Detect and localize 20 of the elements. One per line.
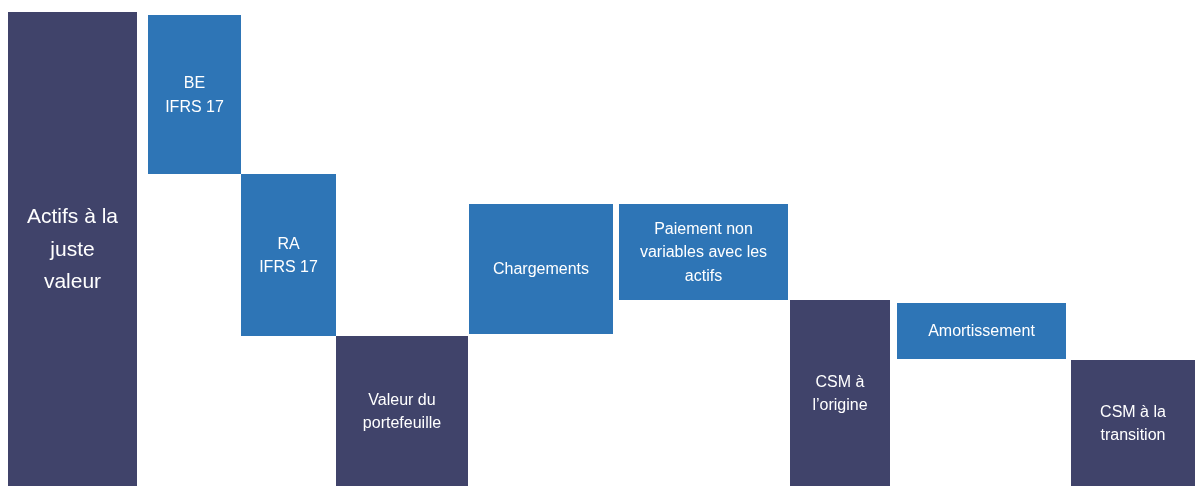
waterfall-bar [8, 12, 137, 486]
bar-label: Actifs à la juste valeur [25, 203, 119, 295]
bar-label: CSM à l’origine [811, 371, 869, 415]
bar-label: Amortissement [928, 321, 1035, 342]
waterfall-bar [336, 336, 468, 486]
waterfall-bar [469, 204, 613, 334]
waterfall-bar [619, 204, 788, 300]
waterfall-bar [241, 174, 336, 336]
bar-sublabel: IFRS 17 [165, 96, 224, 117]
bar-label: Valeur du portefeuille [361, 389, 443, 433]
waterfall-bar [790, 300, 890, 486]
bar-label: Chargements [492, 259, 589, 280]
waterfall-bar [148, 15, 241, 174]
waterfall-bar [1071, 360, 1195, 486]
waterfall-bar [897, 303, 1066, 359]
bar-sublabel: IFRS 17 [259, 257, 318, 277]
bar-label: CSM à la transition [1099, 401, 1167, 445]
bar-label: Paiement non variables avec les actifs [638, 219, 769, 286]
bar-label: BE [183, 73, 206, 94]
bar-label: RA [277, 233, 300, 254]
